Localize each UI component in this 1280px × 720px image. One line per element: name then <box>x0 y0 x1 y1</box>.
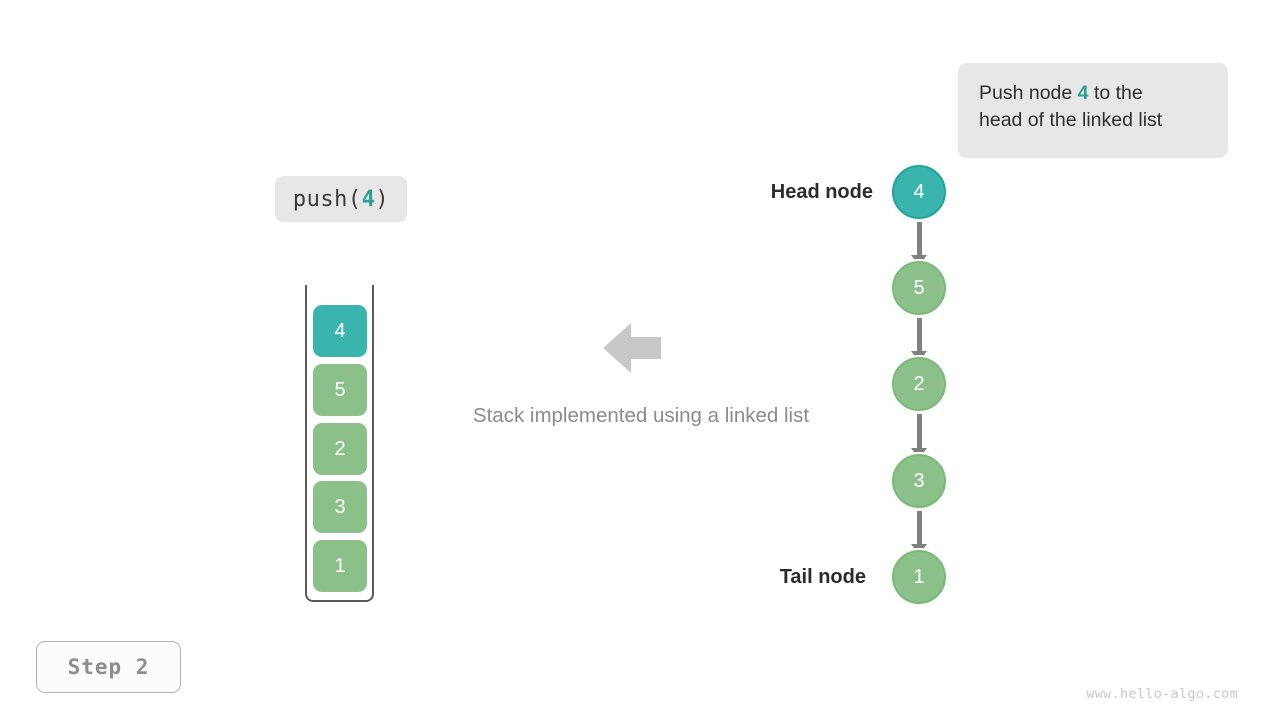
caption-line-1: Push node 4 to the <box>979 80 1208 107</box>
caption-bubble: Push node 4 to the head of the linked li… <box>958 63 1228 158</box>
node-disc <box>894 359 944 409</box>
caption-line-2: head of the linked list <box>979 109 1163 131</box>
linked-list-node: 4 <box>890 163 948 221</box>
edge-arrowhead <box>911 351 927 362</box>
node-value: 1 <box>913 565 925 588</box>
node-value: 5 <box>913 276 925 299</box>
node-ring <box>890 163 948 221</box>
edge-arrowhead <box>911 544 927 555</box>
node-value: 3 <box>913 469 925 492</box>
stack-cell-value: 1 <box>334 554 346 577</box>
operation-label: push(4) <box>275 176 407 222</box>
caption-line-1-suffix: to the <box>1088 82 1143 104</box>
caption-highlight-value: 4 <box>1077 82 1089 104</box>
operation-label-suffix: ) <box>375 186 390 212</box>
head-node-label: Head node <box>770 181 873 203</box>
stack-cell: 4 <box>313 305 367 357</box>
left-arrow-icon <box>603 322 661 374</box>
linked-list-node: 1 <box>890 548 948 606</box>
node-ring <box>890 548 948 606</box>
stack-cell-value: 5 <box>334 378 346 401</box>
stack-cell-value: 3 <box>334 495 346 518</box>
node-disc <box>894 456 944 506</box>
watermark: www.hello-algo.com <box>1086 686 1238 702</box>
edge-4-to-5 <box>916 222 922 264</box>
node-value: 4 <box>913 180 925 203</box>
stack-caption: Stack implemented using a linked list <box>472 404 810 427</box>
linked-list-node: 5 <box>890 259 948 317</box>
stack-cell: 1 <box>313 540 367 592</box>
linked-list-node: 2 <box>890 355 948 413</box>
node-ring <box>890 452 948 510</box>
caption-line-1-prefix: Push node <box>979 82 1078 104</box>
stack-cell: 3 <box>313 481 367 533</box>
stack-cell-value: 4 <box>334 319 346 342</box>
node-disc <box>894 167 944 217</box>
linked-list-node: 3 <box>890 452 948 510</box>
edge-2-to-3 <box>916 414 922 457</box>
stack-cell: 5 <box>313 364 367 416</box>
node-value: 2 <box>913 372 925 395</box>
stack-cell: 2 <box>313 423 367 475</box>
step-badge: Step 2 <box>36 641 181 693</box>
node-ring <box>890 355 948 413</box>
node-disc <box>894 552 944 602</box>
stack-cell-value: 2 <box>334 437 346 460</box>
edge-3-to-1 <box>916 511 922 553</box>
stack-walls <box>305 285 374 602</box>
node-ring <box>890 259 948 317</box>
stack-container: 4 5 2 3 1 <box>305 285 374 602</box>
operation-label-value: 4 <box>361 186 376 212</box>
operation-label-prefix: push( <box>292 186 362 212</box>
tail-node-label: Tail node <box>779 566 866 588</box>
edge-arrowhead <box>911 255 927 266</box>
edge-arrowhead <box>911 448 927 459</box>
node-disc <box>894 263 944 313</box>
edge-5-to-2 <box>916 318 922 360</box>
